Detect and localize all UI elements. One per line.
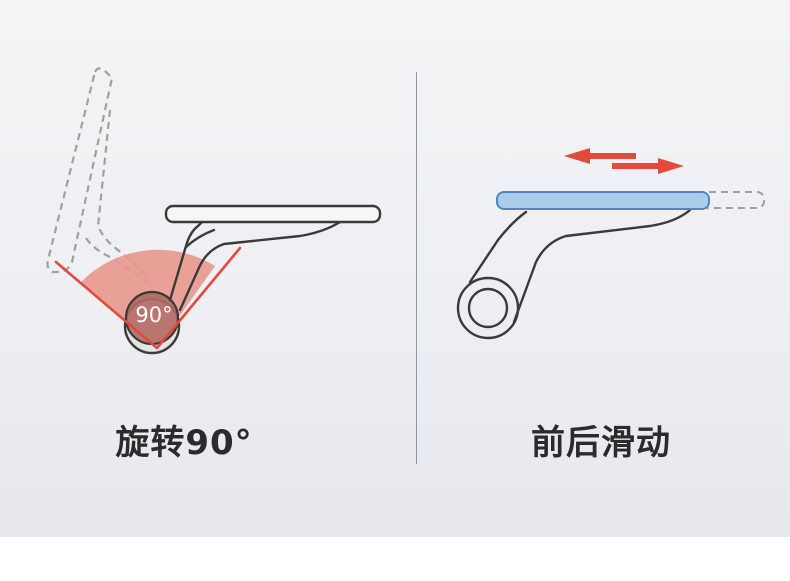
slide-armrest-arm [468,208,692,324]
panel-divider [416,72,417,464]
slide-panel [456,148,765,340]
slide-armrest-pad [496,191,710,210]
rotation-angle-icon [54,246,242,350]
armrest-arm [168,218,342,312]
angle-label: 90° [135,303,172,327]
ghost-armrest-rotated [46,67,151,283]
armrest-pad [164,204,382,224]
caption-rotate: 旋转90° [115,423,253,463]
rotation-panel: 90° [46,67,382,355]
caption-slide: 前后滑动 [531,423,671,463]
illustration-stage: 90° 旋转90° 前后滑动 [0,0,790,537]
slide-hinge [456,276,520,340]
armrest-diagram: 90° [46,67,765,355]
slide-arrows-icon [564,148,684,174]
